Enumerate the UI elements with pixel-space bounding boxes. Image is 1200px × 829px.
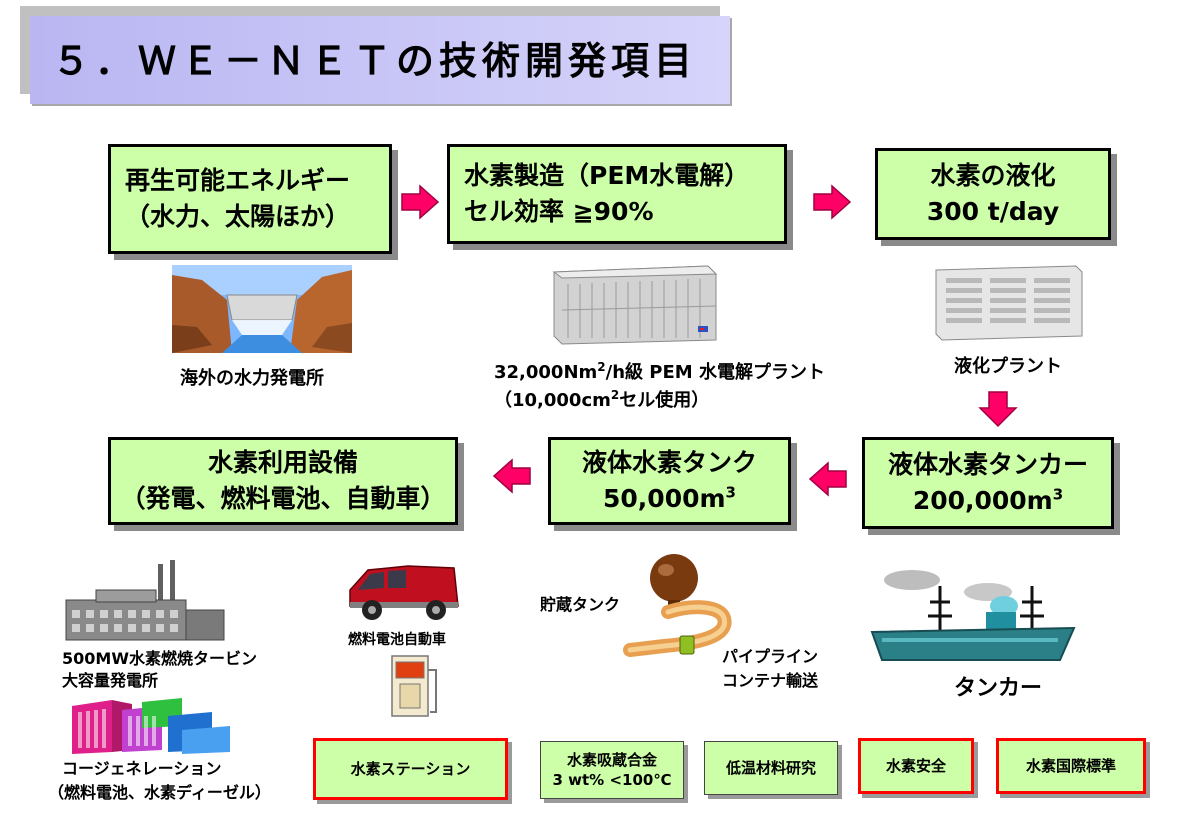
hydrogen-standard-item: 水素国際標準 bbox=[996, 738, 1146, 794]
tanker-line1: 液体水素タンカー bbox=[887, 450, 1088, 479]
turbine-caption-2: 大容量発電所 bbox=[62, 671, 159, 690]
turbine-caption-1: 500MW水素燃焼タービン bbox=[62, 649, 257, 668]
pem-caption: 32,000Nm2/h級 PEM 水電解プラント bbox=[494, 360, 825, 386]
page-title: ５．ＷＥ－ＮＥＴの技術開発項目 bbox=[52, 39, 698, 83]
tanker-ship-caption: タンカー bbox=[954, 676, 1043, 701]
storage-tank-icon bbox=[623, 554, 732, 657]
title-banner: ５．ＷＥ－ＮＥＴの技術開発項目 bbox=[30, 16, 730, 104]
pem-capacity-exp: 2 bbox=[597, 360, 606, 374]
pipeline-caption-2: コンテナ輸送 bbox=[722, 671, 819, 690]
hydrogen-safety-item: 水素安全 bbox=[858, 738, 974, 794]
power-plant-icon bbox=[65, 560, 225, 641]
arrow-down-icon bbox=[978, 391, 1018, 428]
utilization-line1: 水素利用設備 bbox=[207, 448, 358, 477]
cogeneration-caption-1: コージェネレーション bbox=[62, 759, 222, 778]
production-line2: セル効率 ≧90% bbox=[464, 197, 654, 226]
dispenser-icon bbox=[391, 655, 437, 717]
liquefaction-box: 水素の液化 300 t/day bbox=[875, 148, 1111, 240]
tanker-line2: 200,000m3 bbox=[913, 483, 1063, 519]
production-line1: 水素製造（PEM水電解） bbox=[464, 161, 750, 190]
liquefaction-plant-caption: 液化プラント bbox=[954, 356, 1062, 377]
cogeneration-caption-2: （燃料電池、水素ディーゼル） bbox=[48, 783, 271, 802]
pem-cell-exp: 2 bbox=[610, 388, 620, 402]
cogeneration-icon bbox=[72, 698, 230, 754]
hydrogen-production-box: 水素製造（PEM水電解） セル効率 ≧90% bbox=[447, 144, 787, 244]
hydro-caption: 海外の水力発電所 bbox=[180, 368, 324, 389]
hydrogen-station-item: 水素ステーション bbox=[313, 738, 508, 800]
renewable-line1: 再生可能エネルギー bbox=[125, 166, 351, 195]
liquid-tanker-box: 液体水素タンカー 200,000m3 bbox=[862, 437, 1114, 529]
arrow-right-icon bbox=[813, 184, 852, 220]
pem-capacity: 32,000Nm bbox=[494, 362, 598, 383]
station-label: 水素ステーション bbox=[350, 760, 471, 778]
lowtemp-label: 低温材料研究 bbox=[725, 759, 816, 777]
fcv-caption: 燃料電池自動車 bbox=[348, 632, 446, 648]
pem-cell-b: セル使用） bbox=[619, 390, 710, 411]
utilization-box: 水素利用設備 （発電、燃料電池、自動車） bbox=[108, 437, 458, 525]
dam-icon bbox=[172, 265, 352, 353]
pem-plant-label: /h級 PEM 水電解プラント bbox=[605, 362, 825, 383]
arrow-left-icon bbox=[808, 461, 847, 497]
safety-label: 水素安全 bbox=[885, 757, 946, 775]
liquefaction-plant-icon bbox=[935, 265, 1083, 341]
low-temp-material-item: 低温材料研究 bbox=[704, 741, 838, 795]
alloy-label-1: 水素吸蔵合金 bbox=[566, 751, 657, 769]
tanker-volume: 200,000m bbox=[912, 486, 1053, 515]
standard-label: 水素国際標準 bbox=[1025, 757, 1116, 775]
car-icon bbox=[349, 565, 459, 620]
liquid-tank-box: 液体水素タンク 50,000m3 bbox=[548, 437, 791, 525]
electrolyzer-icon bbox=[552, 265, 718, 345]
tank-volume-exp: 3 bbox=[725, 483, 736, 502]
renewable-line2: （水力、太陽ほか） bbox=[125, 202, 351, 231]
tank-volume: 50,000m bbox=[603, 484, 726, 513]
pipeline-caption-1: パイプライン bbox=[722, 647, 819, 666]
hydrogen-alloy-item: 水素吸蔵合金 3 wt% <100℃ bbox=[540, 741, 684, 799]
tank-line2: 50,000m3 bbox=[603, 481, 736, 517]
tanker-ship-icon bbox=[870, 570, 1076, 661]
alloy-label-2: 3 wt% <100℃ bbox=[552, 771, 672, 789]
liquefaction-line2: 300 t/day bbox=[926, 197, 1060, 226]
pem-cell-caption: （10,000cm2セル使用） bbox=[494, 388, 709, 414]
arrow-right-icon bbox=[401, 184, 440, 220]
pem-cell-a: （10,000cm bbox=[494, 390, 611, 411]
liquefaction-line1: 水素の液化 bbox=[930, 161, 1056, 190]
renewable-energy-box: 再生可能エネルギー （水力、太陽ほか） bbox=[108, 144, 392, 254]
utilization-line2: （発電、燃料電池、自動車） bbox=[120, 484, 446, 513]
storage-caption: 貯蔵タンク bbox=[540, 595, 621, 614]
arrow-left-icon bbox=[492, 458, 531, 494]
tank-line1: 液体水素タンク bbox=[581, 448, 757, 477]
tanker-volume-exp: 3 bbox=[1052, 485, 1064, 504]
